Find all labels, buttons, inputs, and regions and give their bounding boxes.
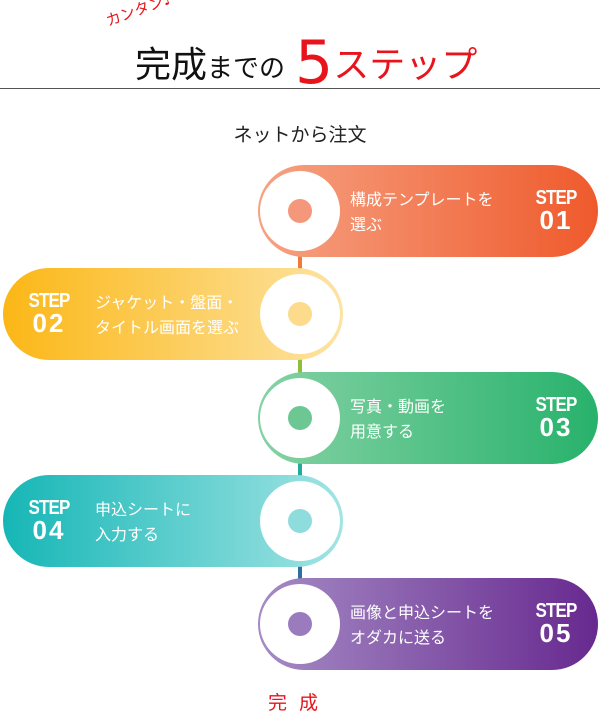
circle-dot [288, 199, 312, 223]
connector-line [298, 457, 302, 481]
step-num: 02 [32, 308, 66, 338]
page-title: 完成までの 5ステップ [135, 28, 477, 98]
circle-dot [288, 406, 312, 430]
complete-label: 完成 [268, 688, 330, 715]
subtitle: ネットから注文 [233, 124, 367, 146]
step-text: 構成テンプレートを 選ぶ [350, 190, 494, 234]
step-label: STEP [535, 187, 577, 209]
complete-text: 完成 [268, 692, 331, 714]
step-num: 03 [539, 412, 573, 442]
step-num: 01 [539, 205, 573, 235]
step-num: 05 [539, 618, 573, 648]
title-main: 完成 [135, 45, 208, 86]
step-label: STEP [28, 290, 70, 312]
step-label: STEP [535, 394, 577, 416]
step-label: STEP [28, 497, 70, 519]
circle-dot [288, 302, 312, 326]
circle-icon [260, 481, 340, 561]
step-label: STEP [535, 600, 577, 622]
circle-icon [260, 171, 340, 251]
step-num: 04 [32, 515, 66, 545]
circle-dot [288, 612, 312, 636]
circle-dot [288, 509, 312, 533]
connector-line [298, 560, 302, 584]
circle-icon [260, 274, 340, 354]
kantan-badge: カンタン♪ [103, 0, 176, 31]
title-mid: までの [207, 54, 286, 84]
step-text: 写真・動画を 用意する [350, 397, 447, 441]
title-number: 5 [295, 28, 334, 98]
circle-icon [260, 584, 340, 664]
connector-line [298, 354, 302, 378]
title-tail: ステップ [333, 45, 478, 86]
divider [0, 88, 600, 89]
step-text: 画像と申込シートを オダカに送る [350, 603, 495, 647]
step-text: 申込シートに 入力する [95, 500, 192, 544]
step-text: ジャケット・盤面・ タイトル画面を選ぶ [95, 293, 240, 337]
connector-line [298, 250, 302, 274]
circle-icon [260, 378, 340, 458]
